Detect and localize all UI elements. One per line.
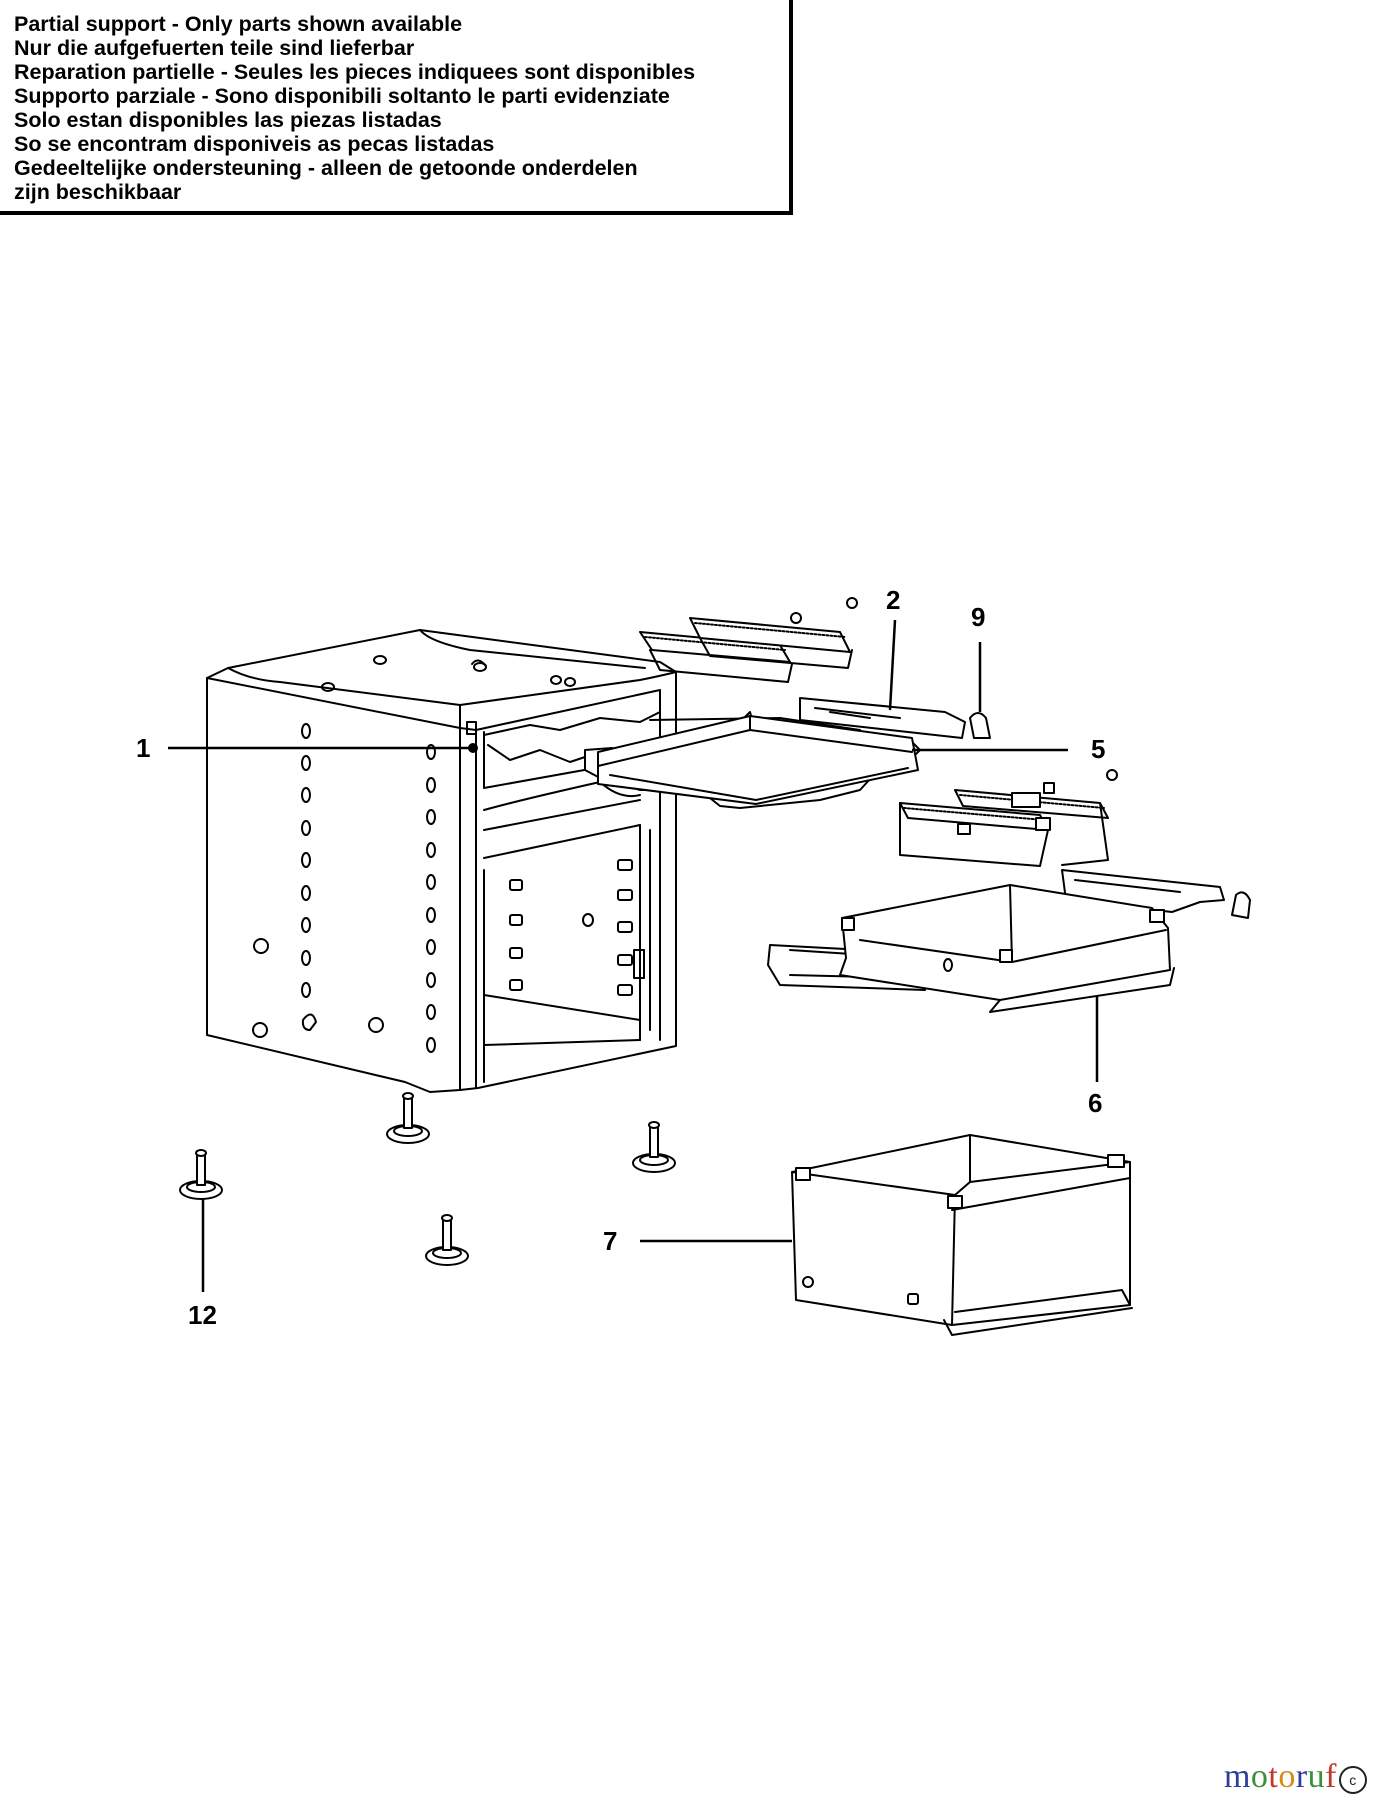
deep-drawer-part-7	[791, 1134, 1133, 1336]
side-slot-holes	[252, 723, 436, 1053]
leveling-feet-part-12	[179, 1092, 676, 1266]
drawer-tray-top	[597, 715, 919, 805]
callout-6: 6	[1088, 1088, 1102, 1118]
notice-line-it: Supporto parziale - Sono disponibili sol…	[14, 84, 670, 108]
callout-1: 1	[136, 733, 150, 763]
leveling-foot	[632, 1121, 676, 1173]
copyright-mark: c	[1339, 1766, 1367, 1794]
callout-7: 7	[603, 1226, 617, 1256]
cabinet-body	[206, 629, 677, 1093]
notice-line-en: Partial support - Only parts shown avail…	[14, 12, 463, 36]
notice-line-nl-cont: zijn beschikbaar	[14, 180, 182, 204]
callout-numbers: 1 2 9 5 6 7 12	[136, 585, 1105, 1330]
notice-line-de: Nur die aufgefuerten teile sind lieferba…	[14, 36, 415, 60]
callout-9: 9	[971, 602, 985, 632]
drawer-tray-part-6	[767, 869, 1225, 1013]
callout-5: 5	[1091, 734, 1105, 764]
drawer-front-strips-top	[639, 597, 858, 683]
callout-12: 12	[188, 1300, 217, 1330]
notice-line-es: Solo estan disponibles las piezas listad…	[14, 108, 442, 132]
leader-lines	[168, 619, 1099, 1292]
leveling-foot	[425, 1214, 469, 1266]
leveling-foot	[386, 1092, 430, 1144]
leveling-foot	[179, 1149, 223, 1200]
callout-2: 2	[886, 585, 900, 615]
partial-support-notice: Partial support - Only parts shown avail…	[0, 0, 793, 215]
notice-line-nl: Gedeeltelijke ondersteuning - alleen de …	[14, 156, 638, 180]
notice-line-pt: So se encontram disponiveis as pecas lis…	[14, 132, 495, 156]
drawer-front-strips-middle	[899, 782, 1109, 867]
notice-line-fr: Reparation partielle - Seules les pieces…	[14, 60, 696, 84]
clip-part-9	[969, 712, 1251, 919]
